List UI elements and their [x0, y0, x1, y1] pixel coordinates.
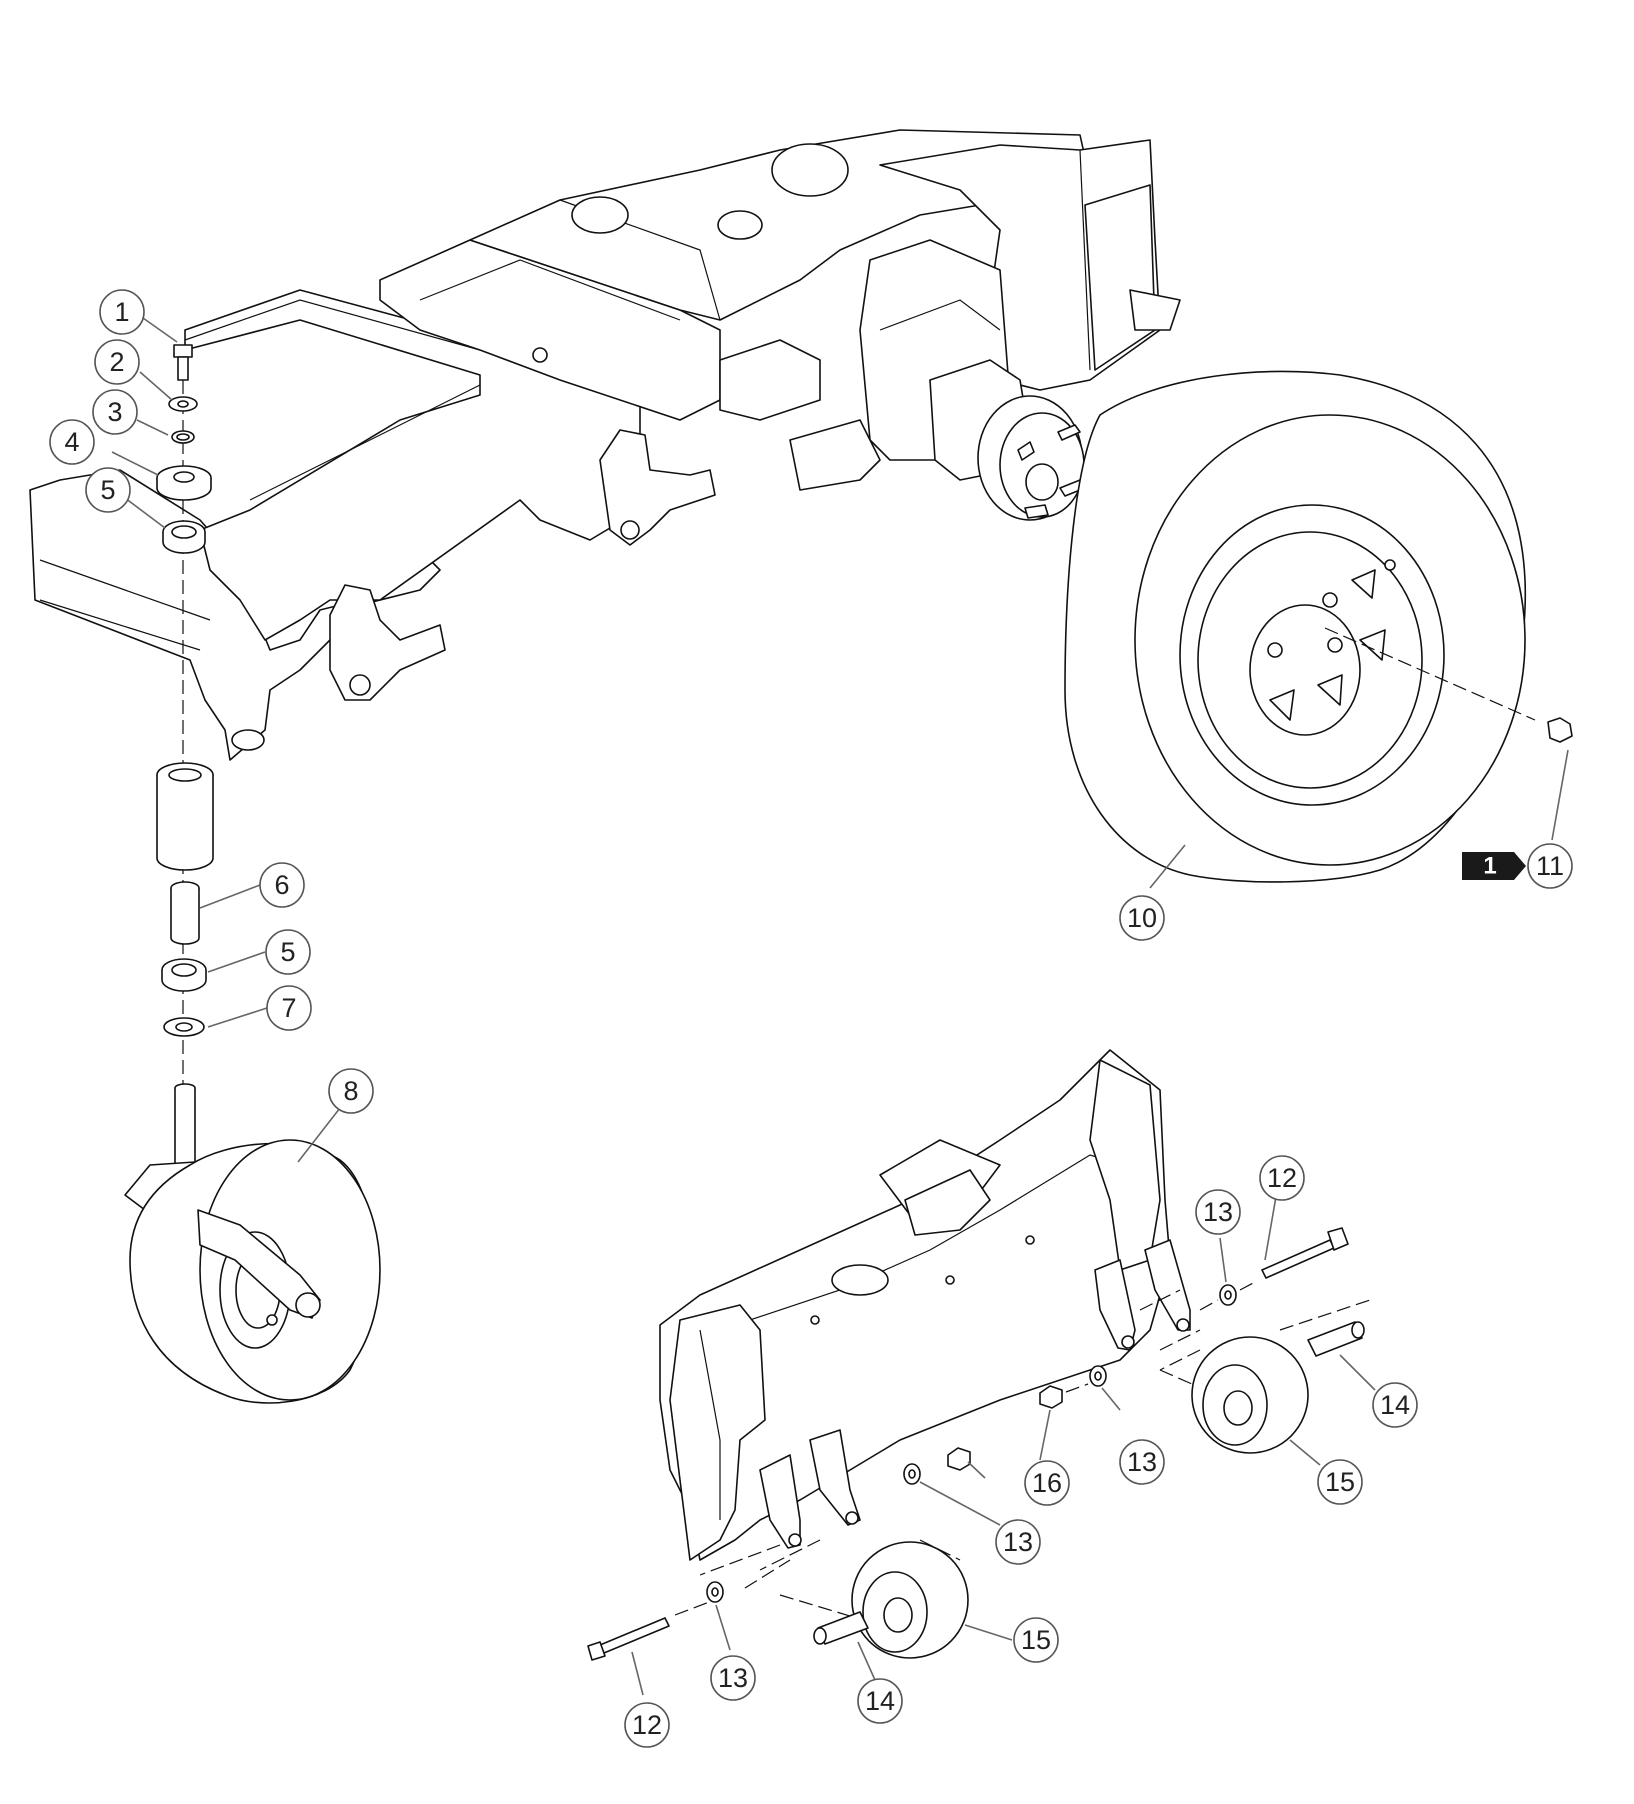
svg-text:4: 4	[64, 427, 79, 457]
callout-16: 16	[1024, 1460, 1070, 1506]
svg-text:6: 6	[274, 870, 289, 900]
svg-text:11: 11	[1536, 851, 1564, 881]
callout-5-upper: 5	[85, 467, 131, 513]
svg-text:15: 15	[1325, 1467, 1355, 1497]
nut-middle	[1039, 1383, 1089, 1409]
svg-text:1: 1	[114, 297, 129, 327]
callout-14-lower: 14	[857, 1678, 903, 1724]
axle-bolt-right	[1261, 1227, 1349, 1279]
svg-text:13: 13	[1127, 1447, 1157, 1477]
roller-left	[699, 1539, 969, 1659]
deck-frame	[659, 1049, 1191, 1561]
lug-nut	[1547, 717, 1573, 743]
washer-middle	[1089, 1365, 1107, 1387]
mower-frame	[29, 129, 1181, 761]
callout-15-upper: 15	[1317, 1459, 1363, 1505]
callout-14-upper: 14	[1372, 1382, 1418, 1428]
callout-12-upper: 12	[1259, 1155, 1305, 1201]
svg-text:5: 5	[100, 475, 115, 505]
reference-tag: 1	[1462, 852, 1526, 880]
leader-lines	[111, 317, 1569, 1696]
rear-tire	[1064, 370, 1536, 883]
caster-assembly	[124, 344, 381, 1404]
svg-text:15: 15	[1021, 1625, 1051, 1655]
callout-13-lower: 13	[710, 1655, 756, 1701]
roller-right	[1139, 1289, 1371, 1454]
svg-text:12: 12	[1267, 1163, 1297, 1193]
svg-text:13: 13	[1203, 1197, 1233, 1227]
callout-12-lower: 12	[624, 1702, 670, 1748]
callout-8: 8	[328, 1068, 374, 1114]
svg-text:3: 3	[107, 397, 122, 427]
callout-13-left-middle: 13	[995, 1519, 1041, 1565]
callout-13-middle: 13	[1119, 1439, 1165, 1485]
svg-text:10: 10	[1127, 903, 1157, 933]
svg-text:8: 8	[343, 1076, 358, 1106]
callout-15-lower: 15	[1013, 1617, 1059, 1663]
nut-left	[947, 1447, 971, 1471]
callout-10: 10	[1119, 895, 1165, 941]
washer-left-lower	[706, 1581, 724, 1603]
axle-bolt-left	[587, 1559, 791, 1661]
svg-text:13: 13	[718, 1663, 748, 1693]
callout-4: 4	[49, 419, 95, 465]
callout-3: 3	[92, 389, 138, 435]
callout-11: 11	[1527, 843, 1573, 889]
callout-2: 2	[94, 339, 140, 385]
washer-right-upper	[1199, 1281, 1256, 1311]
callout-13-upper: 13	[1195, 1189, 1241, 1235]
svg-text:2: 2	[109, 347, 124, 377]
callout-1: 1	[99, 289, 145, 335]
callout-5-lower: 5	[265, 929, 311, 975]
svg-text:5: 5	[280, 937, 295, 967]
svg-text:13: 13	[1003, 1527, 1033, 1557]
svg-text:1: 1	[1483, 853, 1496, 880]
svg-text:14: 14	[865, 1686, 895, 1716]
callout-6: 6	[259, 862, 305, 908]
callout-7: 7	[266, 985, 312, 1031]
svg-text:7: 7	[281, 993, 296, 1023]
svg-text:16: 16	[1032, 1468, 1062, 1498]
svg-text:12: 12	[632, 1710, 662, 1740]
svg-text:14: 14	[1380, 1390, 1410, 1420]
washer-left-middle	[903, 1463, 921, 1485]
